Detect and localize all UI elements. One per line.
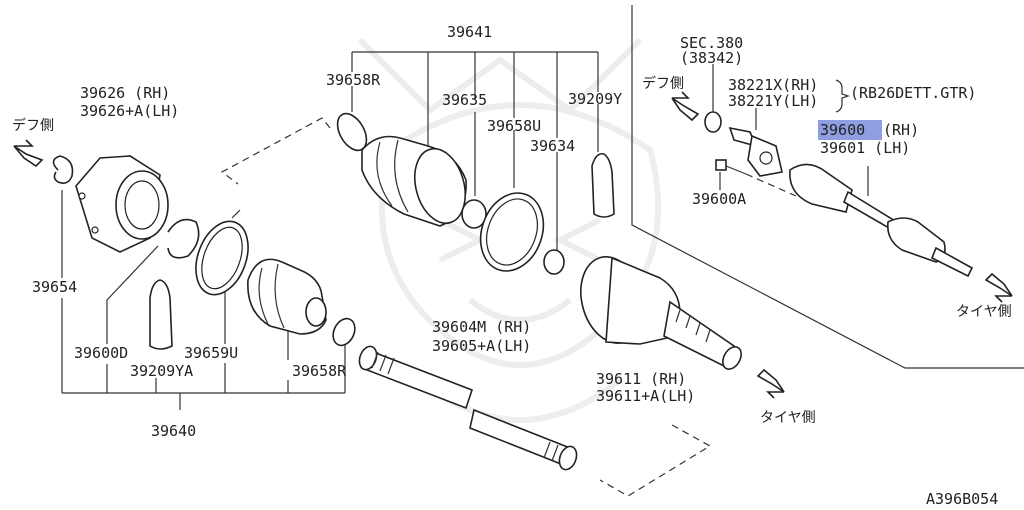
- label-39601: 39601 (LH): [820, 139, 910, 157]
- label-diff-side-left: デフ側: [12, 117, 54, 134]
- label-engine-note: (RB26DETT.GTR): [850, 84, 976, 102]
- boot-band-39658U: [479, 192, 545, 272]
- label-39626-lh: 39626+A(LH): [80, 102, 179, 120]
- dashed-guide-lower: [599, 424, 712, 497]
- drive-shaft-39604M: [358, 345, 578, 471]
- leader-39640: [61, 190, 346, 410]
- washer-39634: [543, 249, 565, 275]
- oil-seal-38342: [704, 111, 722, 133]
- arrow-tire-side-right: [984, 272, 1013, 303]
- part-highlight-box: [818, 120, 882, 140]
- boot-band-39658R-lower: [332, 317, 356, 347]
- label-diff-side-right: デフ側: [642, 75, 684, 92]
- outer-joint-39611: [580, 255, 742, 370]
- diagram-code: A396B054: [926, 490, 998, 508]
- label-39605: 39605+A(LH): [432, 337, 531, 355]
- leader-39641: [351, 51, 599, 250]
- panel-boundary: [631, 5, 1024, 369]
- label-tire-side-right: タイヤ側: [956, 304, 1012, 320]
- label-39600-suffix: (RH): [883, 121, 919, 139]
- arrow-diff-side-left: [13, 139, 44, 168]
- boot-inner-lower: [247, 258, 327, 335]
- dashed-guide-right: [745, 173, 797, 197]
- label-39611-rh: 39611 (RH): [596, 370, 686, 388]
- label-39600-num: 39600: [820, 121, 865, 139]
- arrow-diff-side-right: [671, 91, 700, 122]
- label-39658R-bottom: 39658R: [292, 362, 347, 380]
- label-39600D: 39600D: [74, 344, 128, 362]
- label-39658R-top: 39658R: [326, 71, 381, 89]
- boot-outer-upper: [361, 135, 467, 227]
- dashed-guide-upper: [220, 117, 331, 185]
- label-38221X: 38221X(RH): [728, 76, 818, 94]
- label-sec380-sub: (38342): [680, 49, 743, 67]
- bolt-39600A: [715, 159, 747, 175]
- label-tire-side-center: タイヤ側: [760, 410, 816, 426]
- boot-band-39659U: [195, 209, 249, 296]
- label-39634: 39634: [530, 137, 575, 155]
- label-39635: 39635: [442, 91, 487, 109]
- washer-39635: [461, 199, 487, 229]
- driveshaft-assembly-39600: [789, 163, 974, 278]
- label-39654: 39654: [32, 278, 77, 296]
- label-39600A: 39600A: [692, 190, 746, 208]
- label-39658U: 39658U: [487, 117, 541, 135]
- label-39611-lh: 39611+A(LH): [596, 387, 695, 405]
- label-sec380: SEC.380: [680, 34, 743, 52]
- label-39640: 39640: [151, 422, 196, 440]
- snap-ring-39654: [52, 155, 74, 184]
- label-39641: 39641: [447, 23, 492, 41]
- arrow-tire-side-center: [756, 368, 785, 399]
- label-39209YA: 39209YA: [130, 362, 193, 380]
- flange-38221X: [728, 126, 783, 177]
- joint-housing-39626: [75, 155, 169, 253]
- label-39659U: 39659U: [184, 344, 238, 362]
- label-39626-rh: 39626 (RH): [80, 84, 170, 102]
- grease-tube-39209Y: [591, 152, 615, 218]
- brace: [835, 79, 850, 113]
- label-39604M: 39604M (RH): [432, 318, 531, 336]
- circlip-39600D: [167, 218, 200, 259]
- grease-tube-39209YA: [149, 279, 173, 350]
- label-39209Y: 39209Y: [568, 90, 622, 108]
- label-38221Y: 38221Y(LH): [728, 92, 818, 110]
